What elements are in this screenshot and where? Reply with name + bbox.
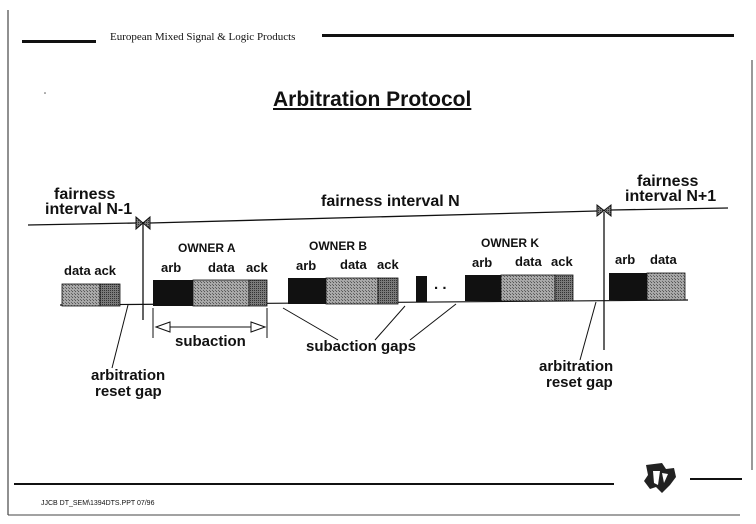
reset-gap-right-label-2: reset gap	[546, 374, 613, 391]
fairness-interval-line	[149, 210, 598, 224]
label-ack-k: ack	[551, 254, 573, 269]
packet-ack-b	[377, 277, 399, 305]
reset-gap-left-label-1: arbitration	[91, 367, 166, 384]
packet-arb-b	[288, 278, 326, 304]
packet-data-b	[325, 277, 379, 305]
label-arb-k: arb	[472, 255, 493, 270]
label-arb-next: arb	[615, 252, 636, 267]
subaction-label: subaction	[175, 333, 246, 350]
fairness-interval-prev-line	[27, 222, 137, 226]
fairness-interval-next-line	[610, 207, 729, 211]
subaction-gaps-label: subaction gaps	[306, 338, 417, 355]
owner-a-label: OWNER A	[178, 241, 236, 255]
label-arb-b: arb	[296, 258, 317, 273]
footer-rule-right	[690, 478, 742, 480]
reset-gap-right-label-1: arbitration	[539, 358, 614, 375]
packet-data-next	[646, 272, 686, 301]
packet-data-prev	[61, 283, 101, 307]
owner-k-label: OWNER K	[481, 236, 539, 250]
label-data-ack-prev: data ack	[64, 263, 117, 278]
packet-ack-k	[554, 274, 574, 302]
packet-ack-prev	[99, 283, 121, 307]
packet-small-block	[416, 276, 427, 302]
packet-ack-a	[248, 279, 268, 307]
packet-ellipsis: . .	[434, 276, 447, 293]
label-data-b: data	[340, 257, 367, 272]
packet-data-k	[500, 274, 556, 302]
label-ack-a: ack	[246, 260, 268, 275]
footer-filename: JJCB DT_SEM\1394DTS.PPT 07/96	[41, 500, 155, 507]
page-title: Arbitration Protocol	[273, 88, 472, 111]
packet-data-a	[192, 279, 250, 307]
gap-pointer-1	[282, 307, 339, 341]
gap-pointer-2	[374, 305, 406, 341]
fairness-prev-label-1: fairness	[54, 186, 116, 203]
label-data-a: data	[208, 260, 235, 275]
label-data-k: data	[515, 254, 542, 269]
fairness-prev-label-2: interval N-1	[45, 201, 133, 218]
fairness-current-label: fairness interval N	[321, 193, 460, 210]
reset-gap-left-label-2: reset gap	[95, 383, 162, 400]
subaction-arrow-left	[154, 321, 171, 333]
header-rule-right	[322, 34, 734, 37]
label-ack-b: ack	[377, 257, 399, 272]
header-company: European Mixed Signal & Logic Products	[110, 31, 296, 43]
header-rule-left	[22, 40, 96, 43]
owner-b-label: OWNER B	[309, 239, 367, 253]
subaction-arrow-right	[250, 321, 267, 333]
fairness-next-label-1: fairness	[637, 173, 699, 190]
footer-rule-left	[14, 483, 614, 485]
packet-arb-next	[609, 273, 647, 300]
packet-arb-k	[465, 275, 501, 301]
gap-pointer-3	[409, 303, 457, 341]
reset-gap-pointer-left	[111, 304, 129, 369]
fairness-marker-right	[596, 203, 612, 218]
packet-arb-a	[153, 280, 193, 306]
reset-gap-pointer-right	[579, 301, 597, 361]
fairness-next-label-2: interval N+1	[625, 188, 717, 205]
label-arb-a: arb	[161, 260, 182, 275]
ti-logo	[644, 463, 676, 493]
label-data-next: data	[650, 252, 677, 267]
